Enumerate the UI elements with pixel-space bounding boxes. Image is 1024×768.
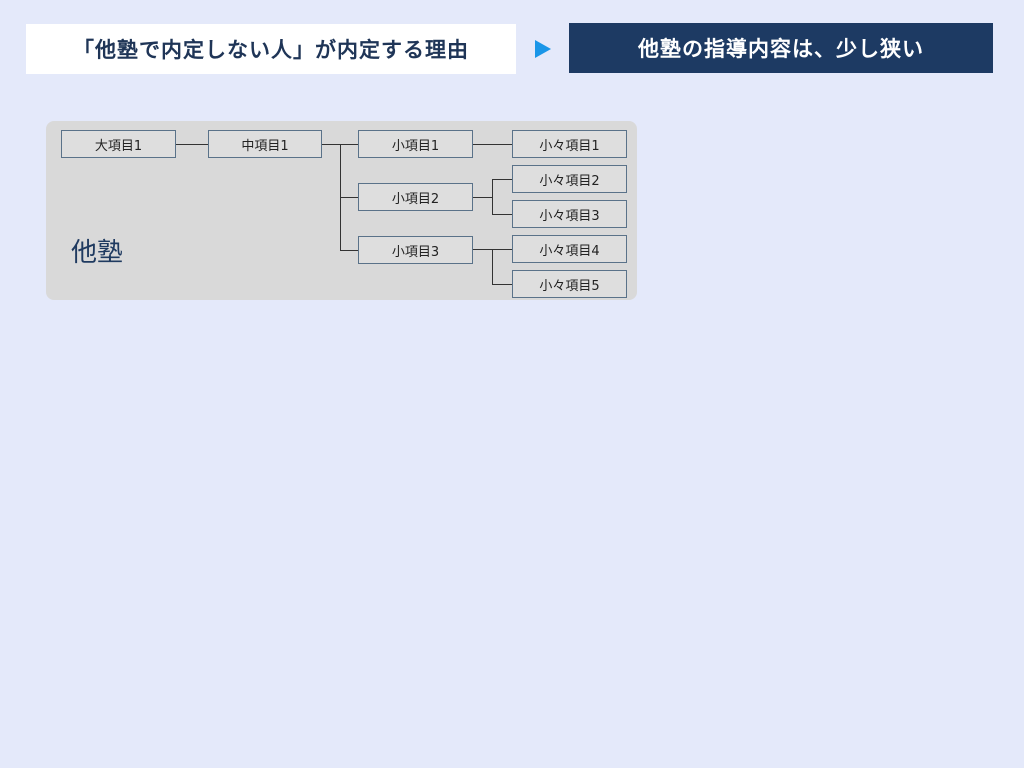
connector-line: [473, 197, 493, 198]
triangle-right-icon: [535, 40, 551, 58]
connector-line: [492, 214, 512, 215]
connector-line: [473, 144, 512, 145]
node-sub-item-4: 小々項目4: [512, 235, 627, 263]
node-sub-item-1: 小々項目1: [512, 130, 627, 158]
connector-line: [340, 197, 358, 198]
node-small-item-3: 小項目3: [358, 236, 473, 264]
node-large-item-1: 大項目1: [61, 130, 176, 158]
node-medium-item-1: 中項目1: [208, 130, 322, 158]
connector-line: [340, 250, 358, 251]
connector-line: [492, 179, 493, 214]
page-title: 他塾の指導内容は、少し狭い: [569, 23, 993, 73]
node-sub-item-2: 小々項目2: [512, 165, 627, 193]
connector-line: [176, 144, 208, 145]
node-small-item-2: 小項目2: [358, 183, 473, 211]
node-small-item-1: 小項目1: [358, 130, 473, 158]
node-sub-item-5: 小々項目5: [512, 270, 627, 298]
connector-line: [492, 284, 512, 285]
breadcrumb-previous-slide: 「他塾で内定しない人」が内定する理由: [26, 24, 516, 74]
connector-line: [492, 179, 512, 180]
connector-line: [492, 249, 493, 284]
node-sub-item-3: 小々項目3: [512, 200, 627, 228]
diagram-label: 他塾: [71, 238, 124, 268]
